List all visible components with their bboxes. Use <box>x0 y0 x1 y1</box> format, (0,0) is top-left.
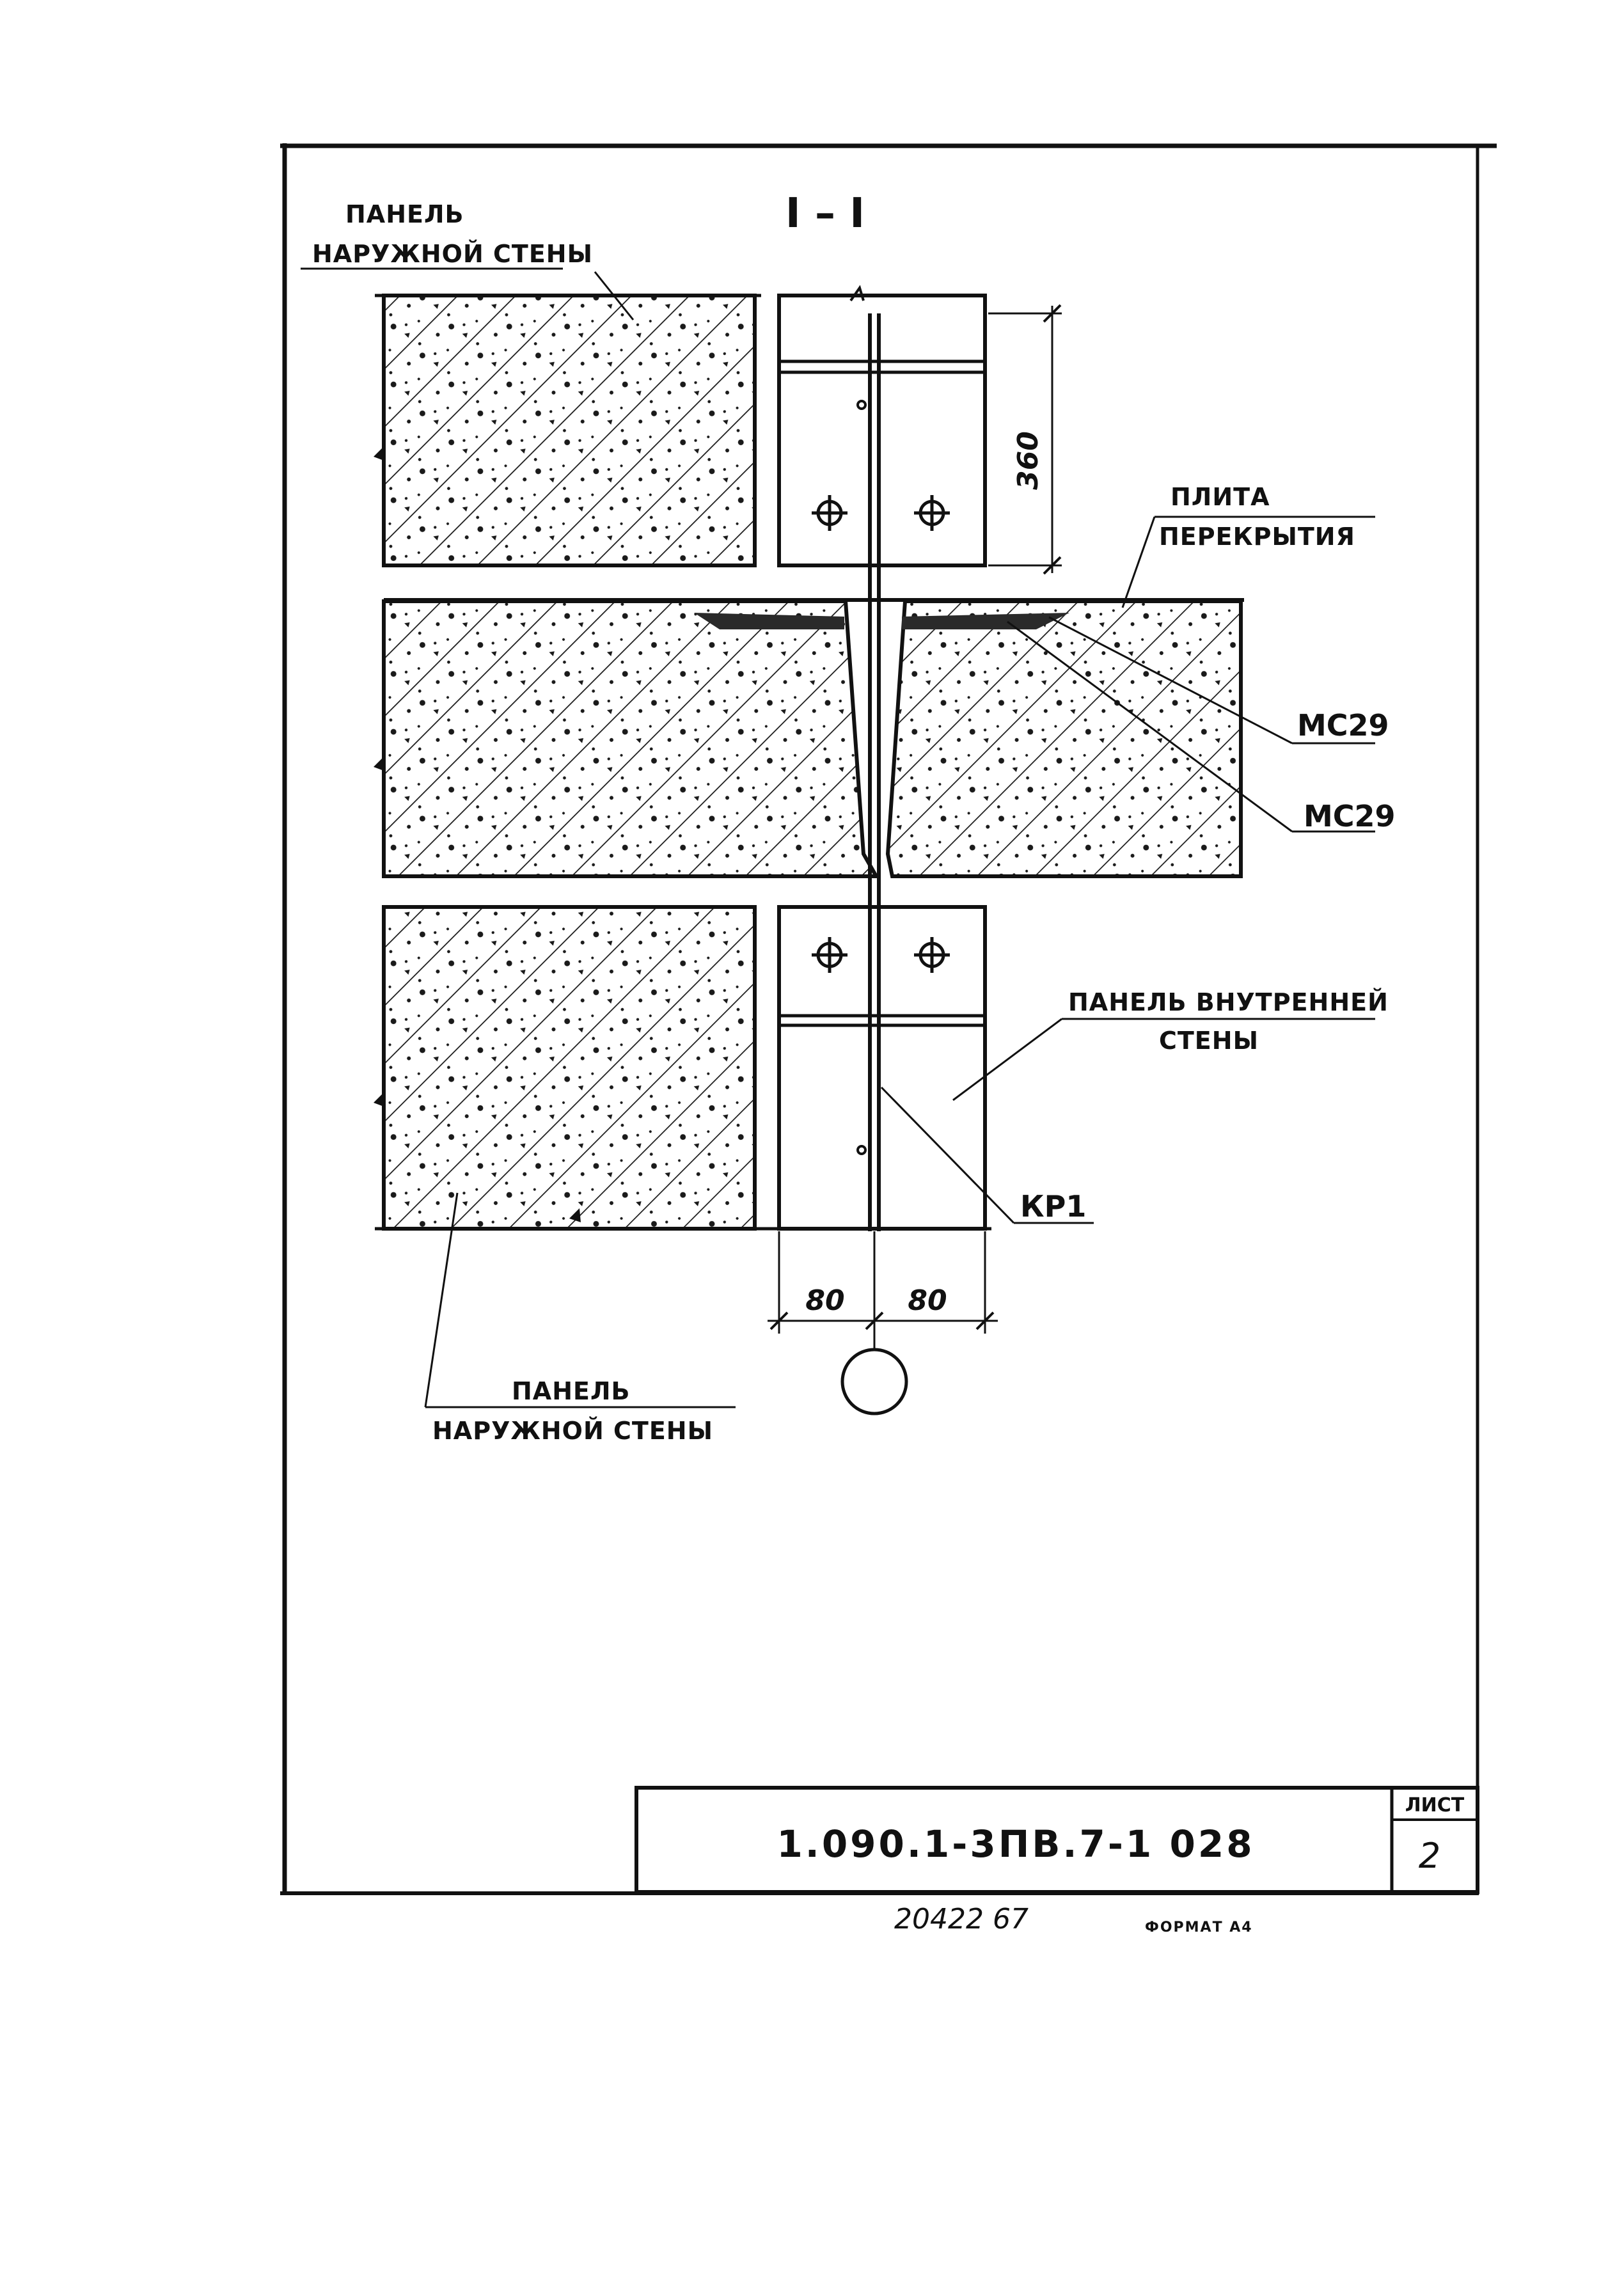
inner-panel-label: ПАНЕЛЬ ВНУТРЕННЕЙ <box>1068 988 1389 1016</box>
inner-wall-panel-bottom <box>777 905 987 1231</box>
leader-line <box>1048 616 1293 745</box>
leader-line <box>952 1018 1062 1101</box>
sheet-number: 2 <box>1419 1836 1440 1876</box>
leader-line <box>594 271 635 320</box>
sheet-label: ЛИСТ <box>1405 1794 1465 1817</box>
section-title: I – I <box>785 190 865 237</box>
dimension-left-value: 80 <box>805 1284 844 1317</box>
connecting-rod <box>868 313 881 1231</box>
outer-panel-bottom-label-2: НАРУЖНОЙ СТЕНЫ <box>432 1417 713 1445</box>
mortar-bed-left <box>694 613 844 629</box>
anchor-bolt-icon <box>812 495 847 531</box>
anchor-bolt-icon <box>812 937 847 973</box>
leader-line <box>1121 516 1156 608</box>
archive-number: 20422 67 <box>894 1903 1029 1935</box>
dimension-height-value: 360 <box>1012 431 1045 490</box>
outer-panel-top-label-2: НАРУЖНОЙ СТЕНЫ <box>312 240 593 268</box>
inner-wall-panel-top <box>777 285 987 567</box>
break-mark <box>569 1208 581 1222</box>
anchor-bolt-icon <box>914 495 950 531</box>
axis-marker <box>840 1348 908 1415</box>
outer-wall-panel-top <box>374 294 761 567</box>
inner-panel-label-2: СТЕНЫ <box>1159 1027 1259 1055</box>
kp1-label: КР1 <box>1020 1189 1086 1224</box>
slab-label-2: ПЕРЕКРЫТИЯ <box>1159 523 1355 551</box>
dimension-width <box>768 1231 998 1334</box>
mc29-label-a: МС29 <box>1297 708 1389 743</box>
leader-line <box>1007 620 1293 833</box>
slab-label: ПЛИТА <box>1171 483 1270 511</box>
mortar-bed-right <box>902 613 1069 629</box>
format-label: ФОРМАТ А4 <box>1145 1919 1253 1935</box>
mc29-label-b: МС29 <box>1304 799 1396 833</box>
outer-wall-panel-bottom <box>374 905 991 1231</box>
leader-line <box>424 1192 459 1408</box>
break-mark <box>374 448 384 461</box>
outer-panel-bottom-label: ПАНЕЛЬ <box>512 1377 631 1405</box>
floor-slab <box>374 598 1244 878</box>
outer-panel-top-label: ПАНЕЛЬ <box>345 200 464 228</box>
break-mark <box>374 1094 384 1107</box>
document-code: 1.090.1-3ПВ.7-1 028 <box>777 1822 1254 1866</box>
dimension-height <box>988 304 1062 575</box>
break-mark <box>374 758 384 771</box>
dimension-right-value: 80 <box>908 1284 947 1317</box>
anchor-bolt-icon <box>914 937 950 973</box>
title-block <box>635 1786 1479 1894</box>
leader-line <box>880 1086 1015 1224</box>
